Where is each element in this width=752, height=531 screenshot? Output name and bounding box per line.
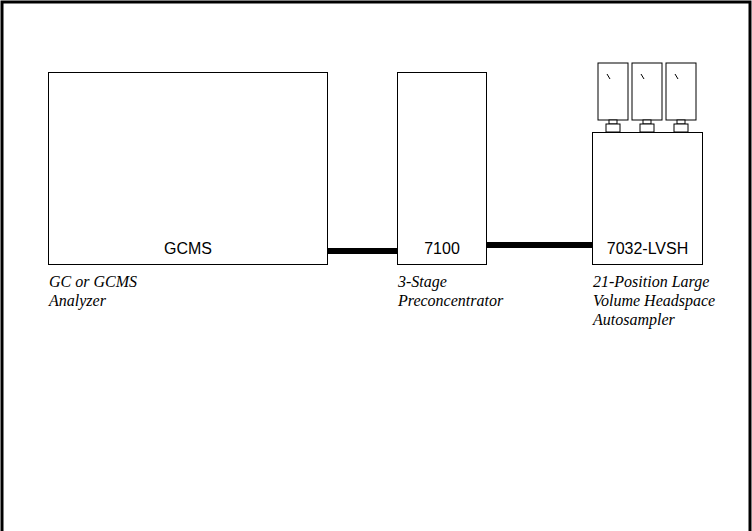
caption-text: 21-Position Large Volume Headspace Autos… [593,272,723,329]
model-label: 7032-LVSH [593,240,702,258]
vial [632,63,662,132]
caption-text: GC or GCMS Analyzer [49,272,169,310]
connector-line [328,248,397,254]
connector-line [487,242,592,248]
instrument-box: GCMSGC or GCMS Analyzer [48,72,328,265]
vials [598,63,696,132]
vial [666,63,696,132]
instrument-box: 71003-Stage Preconcentrator [397,72,487,265]
instrument-box: 7032-LVSH21-Position Large Volume Headsp… [592,132,703,265]
model-label: 7100 [398,240,486,258]
model-label: GCMS [49,240,327,258]
vial [598,63,628,132]
caption-text: 3-Stage Preconcentrator [398,272,508,310]
